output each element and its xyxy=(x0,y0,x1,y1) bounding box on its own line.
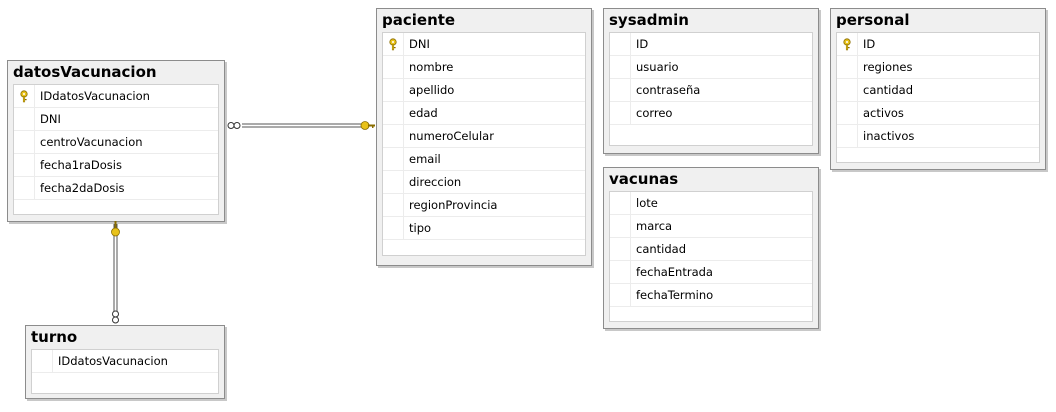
many-end-icon xyxy=(227,122,241,129)
table-turno[interactable]: turno IDdatosVacunacion xyxy=(25,325,225,399)
column-list: DNI nombre apellido edad numeroCelular e… xyxy=(382,32,586,256)
column-row[interactable]: DNI xyxy=(383,33,585,56)
column-name: direccion xyxy=(409,175,462,189)
column-name: cantidad xyxy=(863,83,914,97)
table-personal[interactable]: personal ID regiones cantidad activos in… xyxy=(830,8,1046,170)
table-title: paciente xyxy=(382,11,456,29)
column-name: activos xyxy=(863,106,904,120)
primary-key-icon xyxy=(20,90,28,103)
column-name: email xyxy=(409,152,441,166)
column-row[interactable]: inactivos xyxy=(837,125,1039,148)
column-row[interactable]: IDdatosVacunacion xyxy=(14,85,218,108)
column-name: tipo xyxy=(409,221,432,235)
column-row[interactable]: fecha2daDosis xyxy=(14,177,218,200)
table-title: personal xyxy=(836,11,910,29)
table-sysadmin[interactable]: sysadmin ID usuario contraseña correo xyxy=(603,8,819,154)
column-row[interactable]: regiones xyxy=(837,56,1039,79)
column-row[interactable]: email xyxy=(383,148,585,171)
column-row[interactable]: edad xyxy=(383,102,585,125)
column-name: numeroCelular xyxy=(409,129,494,143)
column-name: nombre xyxy=(409,60,454,74)
many-end-icon xyxy=(112,310,119,324)
column-row[interactable]: fechaTermino xyxy=(610,284,812,307)
column-row[interactable]: DNI xyxy=(14,108,218,131)
column-name: fecha2daDosis xyxy=(40,181,125,195)
column-row[interactable]: centroVacunacion xyxy=(14,131,218,154)
column-name: ID xyxy=(636,37,649,51)
column-row[interactable]: cantidad xyxy=(837,79,1039,102)
column-row[interactable]: fecha1raDosis xyxy=(14,154,218,177)
relationship-datosVacunacion-turno[interactable] xyxy=(111,221,120,324)
table-title: datosVacunacion xyxy=(13,63,157,81)
column-row[interactable]: apellido xyxy=(383,79,585,102)
column-list: IDdatosVacunacion xyxy=(31,349,219,394)
column-row[interactable]: cantidad xyxy=(610,238,812,261)
column-name: regionProvincia xyxy=(409,198,498,212)
column-name: edad xyxy=(409,106,438,120)
column-row[interactable]: correo xyxy=(610,102,812,125)
column-row[interactable]: usuario xyxy=(610,56,812,79)
one-end-key-icon xyxy=(111,221,120,237)
column-row[interactable]: tipo xyxy=(383,217,585,240)
one-end-key-icon xyxy=(360,121,375,130)
table-vacunas[interactable]: vacunas lote marca cantidad fechaEntrada… xyxy=(603,167,819,329)
column-name: apellido xyxy=(409,83,455,97)
column-name: regiones xyxy=(863,60,913,74)
table-datosVacunacion[interactable]: datosVacunacion IDdatosVacunacion DNI ce… xyxy=(7,60,225,222)
column-row[interactable]: IDdatosVacunacion xyxy=(32,350,218,373)
column-row[interactable]: nombre xyxy=(383,56,585,79)
table-paciente[interactable]: paciente DNI nombre apellido edad numero… xyxy=(376,8,592,266)
column-row[interactable]: fechaEntrada xyxy=(610,261,812,284)
column-name: correo xyxy=(636,106,673,120)
column-row[interactable]: ID xyxy=(610,33,812,56)
column-name: ID xyxy=(863,37,876,51)
column-row[interactable]: regionProvincia xyxy=(383,194,585,217)
column-name: fecha1raDosis xyxy=(40,158,122,172)
column-name: fechaEntrada xyxy=(636,265,713,279)
column-name: IDdatosVacunacion xyxy=(58,354,168,368)
column-name: DNI xyxy=(409,37,430,51)
column-row[interactable]: contraseña xyxy=(610,79,812,102)
column-name: lote xyxy=(636,196,658,210)
column-name: IDdatosVacunacion xyxy=(40,89,150,103)
column-name: inactivos xyxy=(863,129,915,143)
column-row[interactable]: activos xyxy=(837,102,1039,125)
column-row[interactable]: marca xyxy=(610,215,812,238)
column-name: DNI xyxy=(40,112,61,126)
column-name: centroVacunacion xyxy=(40,135,143,149)
column-row[interactable]: lote xyxy=(610,192,812,215)
column-name: marca xyxy=(636,219,673,233)
column-list: IDdatosVacunacion DNI centroVacunacion f… xyxy=(13,84,219,215)
column-name: cantidad xyxy=(636,242,687,256)
table-title: vacunas xyxy=(609,170,679,188)
column-row[interactable]: ID xyxy=(837,33,1039,56)
column-name: fechaTermino xyxy=(636,288,714,302)
column-name: usuario xyxy=(636,60,679,74)
primary-key-icon xyxy=(843,38,851,51)
column-list: lote marca cantidad fechaEntrada fechaTe… xyxy=(609,191,813,322)
column-name: contraseña xyxy=(636,83,701,97)
table-title: turno xyxy=(31,328,78,346)
relationship-datosVacunacion-paciente[interactable] xyxy=(227,121,375,130)
primary-key-icon xyxy=(389,38,397,51)
table-title: sysadmin xyxy=(609,11,689,29)
column-list: ID regiones cantidad activos inactivos xyxy=(836,32,1040,163)
column-row[interactable]: numeroCelular xyxy=(383,125,585,148)
column-row[interactable]: direccion xyxy=(383,171,585,194)
column-list: ID usuario contraseña correo xyxy=(609,32,813,146)
